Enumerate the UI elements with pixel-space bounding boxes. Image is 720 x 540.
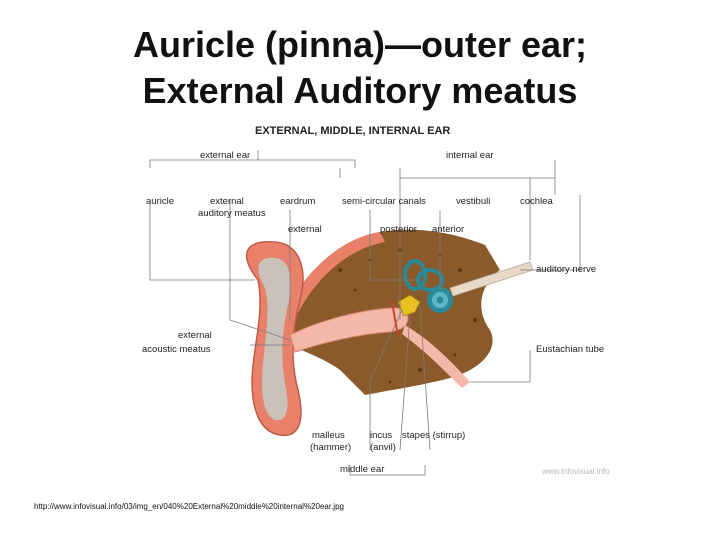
figure-heading: EXTERNAL, MIDDLE, INTERNAL EAR — [255, 125, 450, 137]
slide-title: Auricle (pinna)—outer ear; External Audi… — [0, 22, 720, 114]
cochlea-shape — [427, 287, 453, 313]
label-middle-ear: middle ear — [340, 464, 384, 475]
label-external-ear: external ear — [200, 150, 250, 161]
label-auricle: auricle — [146, 196, 174, 207]
source-url: http://www.infovisual.info/03/img_en/040… — [34, 502, 344, 511]
label-external-auditory-meatus-1: external — [210, 196, 244, 207]
label-vestibule: vestibuli — [456, 196, 490, 207]
label-anterior: anterior — [432, 224, 464, 235]
title-line-1: Auricle (pinna)—outer ear; — [0, 22, 720, 68]
label-posterior: posterior — [380, 224, 417, 235]
label-stapes: stapes (stirrup) — [402, 430, 465, 441]
label-external-auditory-meatus-2: auditory meatus — [198, 208, 266, 219]
title-line-2: External Auditory meatus — [0, 68, 720, 114]
label-eustachian-tube: Eustachian tube — [536, 344, 604, 355]
label-malleus-1: malleus — [312, 430, 345, 441]
label-eardrum: eardrum — [280, 196, 315, 207]
label-internal-ear: internal ear — [446, 150, 494, 161]
label-acoustic-meatus-2: acoustic meatus — [142, 344, 211, 355]
label-incus-1: incus — [370, 430, 392, 441]
ear-diagram: EXTERNAL, MIDDLE, INTERNAL EAR external … — [140, 120, 610, 478]
label-auditory-nerve: auditory nerve — [536, 264, 596, 275]
watermark: www.infovisual.info — [541, 467, 610, 476]
label-acoustic-meatus-1: external — [178, 330, 212, 341]
label-malleus-2: (hammer) — [310, 442, 351, 453]
ear-anatomy-figure: EXTERNAL, MIDDLE, INTERNAL EAR external … — [140, 120, 610, 478]
label-incus-2: (anvil) — [370, 442, 396, 453]
label-external-canal: external — [288, 224, 322, 235]
label-semicircular-canals: semi-circular canals — [342, 196, 426, 207]
label-cochlea: cochlea — [520, 196, 553, 207]
